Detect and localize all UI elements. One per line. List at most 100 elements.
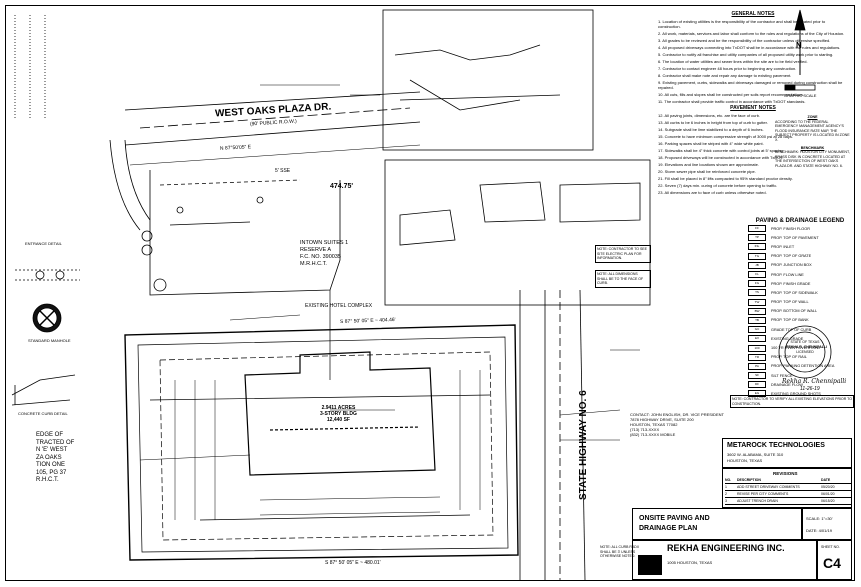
seal-line-3: LICENSED bbox=[796, 350, 814, 354]
tb-sheet-title-1: ONSITE PAVING AND bbox=[639, 515, 710, 522]
paving-note-item: 19. Elevations and line locations shown … bbox=[658, 162, 759, 167]
note-box-1: NOTE: CONTRACTOR TO SEE SITE ELECTRIC PL… bbox=[595, 245, 651, 263]
benchmark-heading: BENCHMARK bbox=[800, 145, 825, 150]
legend-symbol: SF bbox=[748, 372, 766, 380]
legend-symbol: TP bbox=[748, 234, 766, 242]
left-note-5: TION ONE bbox=[36, 462, 66, 468]
site-sf: 12,440 SF bbox=[326, 417, 350, 423]
paving-note-item: 17. Sidewalks shall be 4" thick concrete… bbox=[658, 148, 785, 153]
paving-note-item: 21. Fill shall be placed in 8" lifts com… bbox=[658, 176, 793, 181]
general-note-item: 7. Contractor to contact engineer 48 hou… bbox=[658, 66, 797, 71]
general-note-item: 5. Contractor to notify all franchise an… bbox=[658, 52, 834, 57]
legend-symbol: FF bbox=[748, 225, 766, 233]
tb-scale-date: SCALE: 1"=30' DATE: 4/01/19 bbox=[802, 508, 852, 540]
legend-label: EXISTING GRADE bbox=[771, 336, 804, 341]
paving-note-item: 15. Concrete to have minimum compressive… bbox=[658, 134, 793, 139]
subdivision-label: INTOWN SUITES 1 RESERVE A F.C. NO. 39003… bbox=[300, 240, 348, 268]
inner-site bbox=[137, 336, 509, 553]
dimension-5: 5' SSE bbox=[275, 168, 291, 174]
legend-symbol: TR bbox=[748, 353, 766, 361]
mid-detail-box bbox=[384, 159, 651, 306]
tb-engineer-addr: 1005 HOUSTON, TEXAS bbox=[667, 560, 713, 565]
tb-company-addr1: 3602 W. ALABAMA, SUITE 310 bbox=[727, 452, 784, 457]
subdivision-line-3: F.C. NO. 390035 bbox=[300, 254, 341, 260]
contact-2: 7878 HIGHWAY DRIVE, SUITE 200 bbox=[630, 417, 694, 422]
existing-hotel-label: EXISTING HOTEL COMPLEX bbox=[305, 303, 373, 309]
benchmark-text: BENCHMARK: HOUSTON CITY MONUMENT, BRASS … bbox=[775, 150, 850, 168]
seal-line-2: REKHA R. CHENNIPALLI bbox=[786, 345, 828, 349]
legend-label: PROP. INLET bbox=[771, 244, 795, 249]
paving-note-item: 16. Parking spaces shall be striped with… bbox=[658, 141, 764, 146]
tb-sheet-no: SHEET NO. C4 bbox=[817, 540, 852, 580]
note-box-2: NOTE: ALL DIMENSIONS SHALL BE TO THE FAC… bbox=[595, 270, 651, 288]
legend-symbol: TS bbox=[748, 289, 766, 297]
dimension-3: S 87° 50' 05" E ~ 480.01' bbox=[325, 560, 381, 566]
legend-label: PROP. TOP OF SIDEWALK bbox=[771, 290, 818, 295]
paving-note-item: 13. All curbs to be 6 inches in height f… bbox=[658, 120, 768, 125]
site-acres: 2.9411 ACRES bbox=[321, 405, 356, 411]
left-note: EDGE OF TRACTED OF N 'E' WEST ZA OAKS TI… bbox=[36, 432, 74, 485]
storm-lines bbox=[149, 290, 491, 521]
tb-scale: SCALE: 1"=30' bbox=[806, 516, 833, 521]
revision-cell: REVISE PER CITY COMMENTS bbox=[737, 492, 789, 496]
tb-sheet-title-2: DRAINAGE PLAN bbox=[639, 525, 698, 532]
legend-title: PAVING & DRAINAGE LEGEND bbox=[755, 218, 845, 224]
general-notes-list: 1. Location of existing utilities is the… bbox=[658, 19, 848, 104]
contact-3: HOUSTON, TEXAS 77082 bbox=[630, 422, 678, 427]
legend-row: FL PROP. FLOW LINE bbox=[748, 270, 852, 279]
contact-4: (713) 713-XXXX bbox=[630, 427, 660, 432]
revision-cell: ADD STREET DRIVEWAY COMMENTS bbox=[737, 485, 800, 489]
street-west-oaks bbox=[124, 91, 421, 166]
tb-date: DATE: 4/01/19 bbox=[806, 528, 832, 533]
legend-label: PROP. PARKING DETENTION AREA bbox=[771, 364, 835, 369]
revision-cell: 3 bbox=[725, 499, 727, 503]
dimension-1: 474.75' bbox=[330, 183, 354, 190]
general-note-item: 9. Existing pavement, curbs, sidewalks a… bbox=[658, 80, 843, 90]
detail-label-manhole: STANDARD MANHOLE bbox=[28, 338, 71, 343]
legend-symbol: TW bbox=[748, 298, 766, 306]
revision-cell: DESCRIPTION bbox=[737, 478, 761, 482]
legend-symbol: FL bbox=[748, 271, 766, 279]
general-note-item: 6. The location of water utilities and s… bbox=[658, 59, 808, 64]
paving-notes-list: 12. All paving joints, dimensions, etc. … bbox=[658, 113, 848, 195]
sheet-border bbox=[5, 5, 855, 581]
revision-cell: 05/20/20 bbox=[821, 485, 835, 489]
legend-label: PROP. FLOW LINE bbox=[771, 272, 804, 277]
highway-lines bbox=[519, 289, 586, 581]
subdivision-line-4: M.R.H.C.T. bbox=[300, 261, 327, 267]
general-note-item: 2. All work, materials, services and lab… bbox=[658, 31, 845, 36]
legend-symbol: EX bbox=[748, 335, 766, 343]
left-note-7: R.H.C.T. bbox=[36, 477, 59, 483]
legend-label: GRADE TOP OF CURB bbox=[771, 327, 812, 332]
subdivision-line-1: INTOWN SUITES 1 bbox=[300, 240, 349, 246]
tb-engineer-name: REKHA ENGINEERING INC. bbox=[667, 543, 785, 553]
upper-parcel bbox=[149, 170, 341, 296]
site-bldg: 3-STORY BLDG bbox=[320, 411, 357, 417]
general-note-item: 8. Contractor shall make note and repair… bbox=[658, 73, 792, 78]
legend-symbol: GC bbox=[748, 326, 766, 334]
general-notes-heading: GENERAL NOTES bbox=[731, 11, 775, 17]
revision-cell: 2 bbox=[725, 492, 727, 496]
legend-symbol: 100 bbox=[748, 344, 766, 352]
tb-company-addr2: HOUSTON, TEXAS bbox=[727, 458, 763, 463]
abbrev-legend bbox=[14, 15, 46, 120]
legend-label: PROP. TOP OF WALL bbox=[771, 300, 809, 305]
general-note-item: 10. All cuts, fills and slopes shall be … bbox=[658, 92, 805, 97]
revision-cell: ADJUST TRENCH DRAIN bbox=[737, 499, 778, 503]
seal-circle bbox=[778, 325, 832, 379]
bottom-note-1: NOTE: ALL CURB RADII SHALL BE 3' UNLESS … bbox=[600, 545, 639, 558]
paving-note-item: 20. Storm sewer pipe shall be reinforced… bbox=[658, 169, 756, 174]
site-boundary bbox=[124, 324, 519, 561]
general-note-item: 4. All proposed driveways connecting int… bbox=[658, 45, 841, 50]
legend-row: EX EXISTING GRADE bbox=[748, 334, 852, 343]
